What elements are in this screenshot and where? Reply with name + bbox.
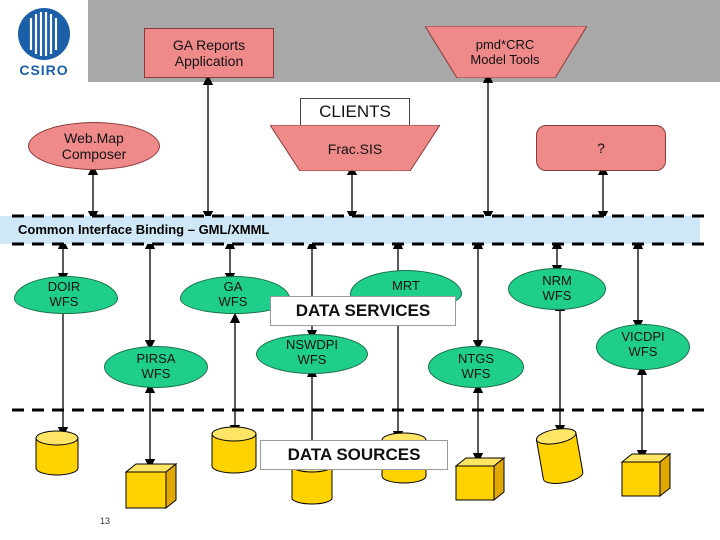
nswdpi-wfs-service [256, 334, 368, 374]
ga-reports-label: GA Reports Application [172, 36, 246, 69]
pirsa-wfs-service [104, 346, 208, 388]
ga-reports-box: GA Reports Application [144, 28, 274, 78]
database-cube-icon [620, 452, 672, 498]
pmd-crc-shape [425, 26, 587, 78]
csiro-logo: CSIRO [0, 0, 88, 82]
interface-band [0, 216, 700, 244]
ntgs-wfs-service [428, 346, 524, 388]
webmap-composer-label: Web.Map Composer [61, 129, 127, 162]
nrm-wfs-service [508, 268, 606, 310]
vicdpi-wfs-label: VICDPI WFS [621, 329, 665, 359]
nrm-wfs-label: NRM WFS [542, 273, 572, 303]
webmap-composer-ellipse: Web.Map Composer [28, 122, 160, 170]
clients-label-box: CLIENTS [300, 98, 410, 126]
mrt-label: MRT [392, 278, 420, 293]
interface-dashes [12, 214, 712, 246]
fracsis-shape [270, 125, 440, 171]
database-cylinder-icon [35, 430, 79, 476]
unknown-client-box: ? [536, 125, 666, 171]
fracsis-label: Frac.SIS [327, 141, 383, 157]
pmd-crc-label: pmd*CRC Model Tools [470, 37, 540, 67]
doir-wfs-service [14, 276, 118, 314]
database-cylinder-icon [535, 428, 584, 484]
data-sources-label: DATA SOURCES [287, 445, 421, 465]
clients-label: CLIENTS [319, 102, 391, 122]
database-cube-icon [124, 462, 178, 510]
ga-wfs-label: GA WFS [218, 279, 248, 309]
pirsa-wfs-label: PIRSA WFS [136, 351, 176, 381]
csiro-logo-icon [18, 8, 70, 60]
data-services-label-box: DATA SERVICES [270, 296, 456, 326]
interface-label: Common Interface Binding – GML/XMML [18, 222, 270, 237]
doir-wfs-label: DOIR WFS [47, 279, 81, 309]
nswdpi-wfs-label: NSWDPI WFS [286, 337, 338, 367]
database-cylinder-icon [211, 426, 257, 474]
database-cube-icon [454, 456, 506, 502]
data-services-label: DATA SERVICES [295, 301, 431, 321]
ntgs-wfs-label: NTGS WFS [457, 351, 495, 381]
data-sources-label-box: DATA SOURCES [260, 440, 448, 470]
page-number: 13 [100, 516, 111, 526]
vicdpi-wfs-service [596, 324, 690, 370]
unknown-client-label: ? [597, 139, 605, 156]
csiro-logo-text: CSIRO [19, 62, 69, 78]
